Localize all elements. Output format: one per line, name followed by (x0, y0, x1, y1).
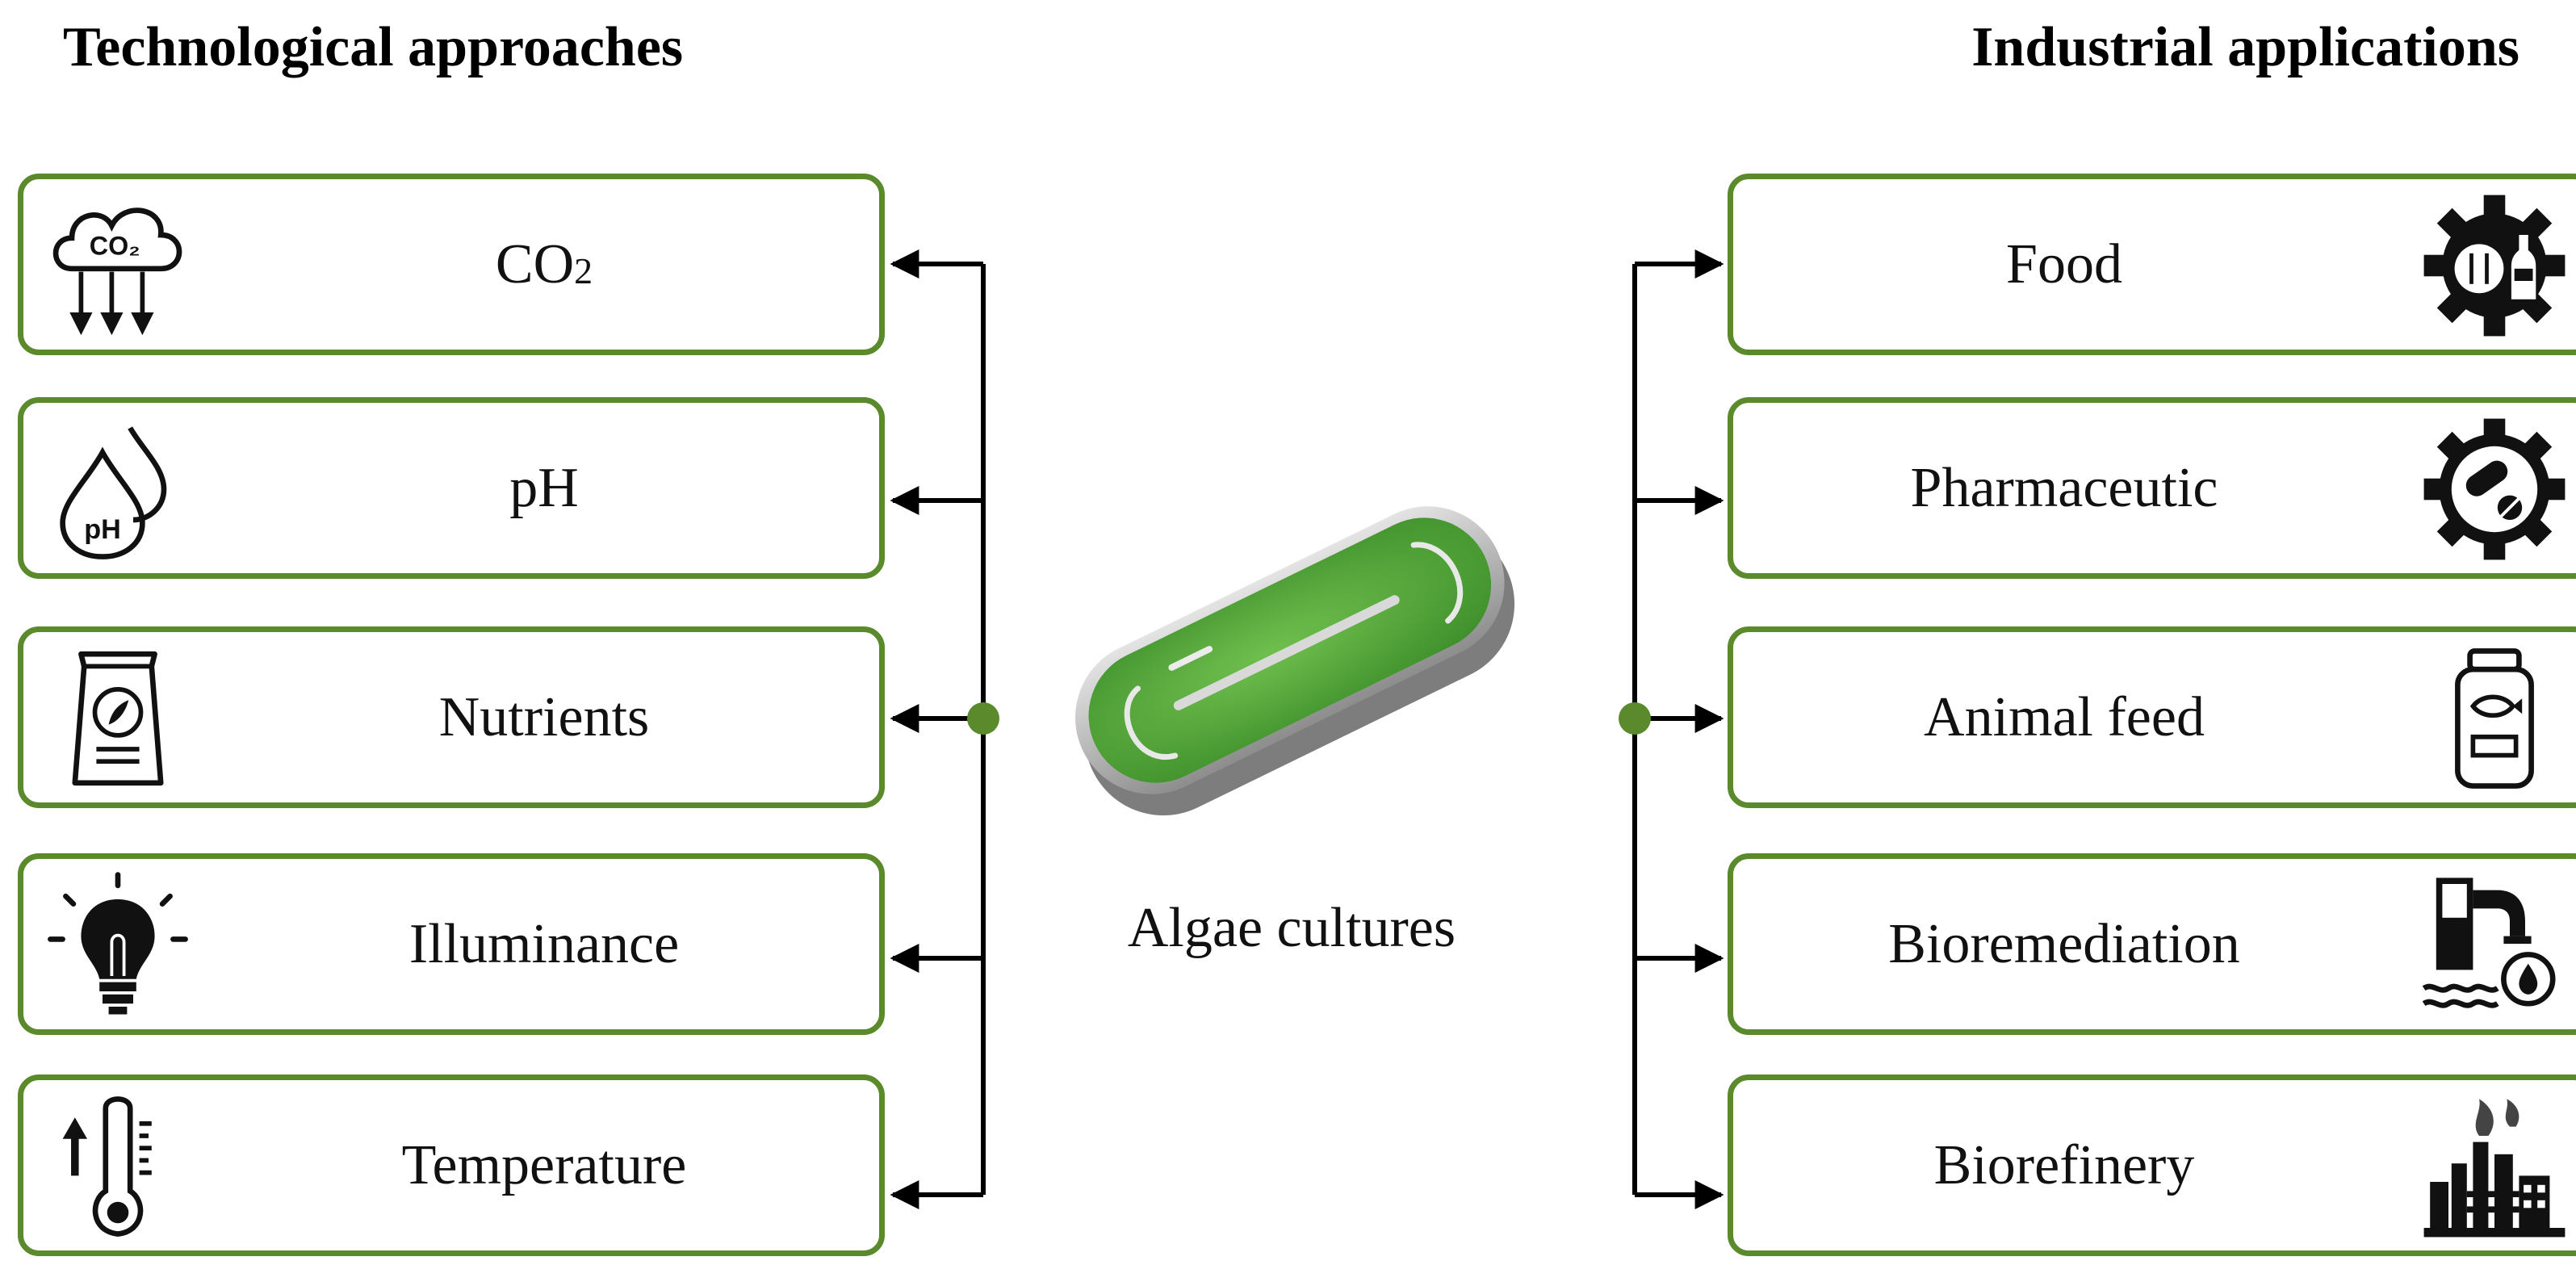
algae-cultures-label: Algae cultures (1127, 897, 1456, 959)
left-junction-dot (967, 702, 999, 735)
pharmaceutic-label: Pharmaceutic (1910, 456, 2218, 519)
temperature-label: Temperature (401, 1133, 687, 1196)
technological-approaches-heading: Technological approaches (63, 16, 684, 78)
food-label: Food (2006, 232, 2122, 295)
temperature-box: Temperature (18, 1074, 885, 1256)
bioremediation-label: Bioremediation (1888, 912, 2240, 975)
right-junction-dot (1619, 702, 1651, 735)
feed-jar-icon (2455, 648, 2534, 789)
nutrients-label: Nutrients (438, 685, 650, 748)
algae-raceway-pond-image (1075, 506, 1515, 816)
water-treatment-icon (2422, 878, 2556, 1008)
biorefinery-box: Biorefinery (1728, 1074, 2576, 1256)
biorefinery-label: Biorefinery (1933, 1133, 2195, 1196)
fertilizer-bag-icon (72, 651, 164, 786)
bioremediation-box: Bioremediation (1728, 853, 2576, 1035)
animal-feed-label: Animal feed (1924, 685, 2205, 748)
co2-label-text: CO (495, 232, 575, 295)
food-box: Food (1728, 174, 2576, 355)
light-bulb-icon (48, 872, 188, 1015)
ph-label: pH (509, 456, 579, 519)
co2-icon-text: CO₂ (90, 232, 140, 261)
illuminance-box: Illuminance (18, 853, 885, 1035)
industrial-applications-heading: Industrial applications (1971, 16, 2519, 78)
refinery-icon (2423, 1099, 2566, 1238)
pharmaceutic-box: Pharmaceutic (1728, 397, 2576, 579)
ph-box: pH pH (18, 397, 885, 579)
illuminance-label: Illuminance (408, 912, 680, 975)
gear-pills-icon (2423, 418, 2566, 560)
thermometer-icon (62, 1096, 152, 1237)
co2-cloud-icon: CO₂ (52, 207, 182, 336)
animal-feed-box: Animal feed (1728, 626, 2576, 808)
gear-food-icon (2423, 195, 2566, 337)
nutrients-box: Nutrients (18, 626, 885, 808)
ph-icon-text: pH (84, 514, 121, 545)
ph-drops-icon: pH (60, 426, 167, 559)
